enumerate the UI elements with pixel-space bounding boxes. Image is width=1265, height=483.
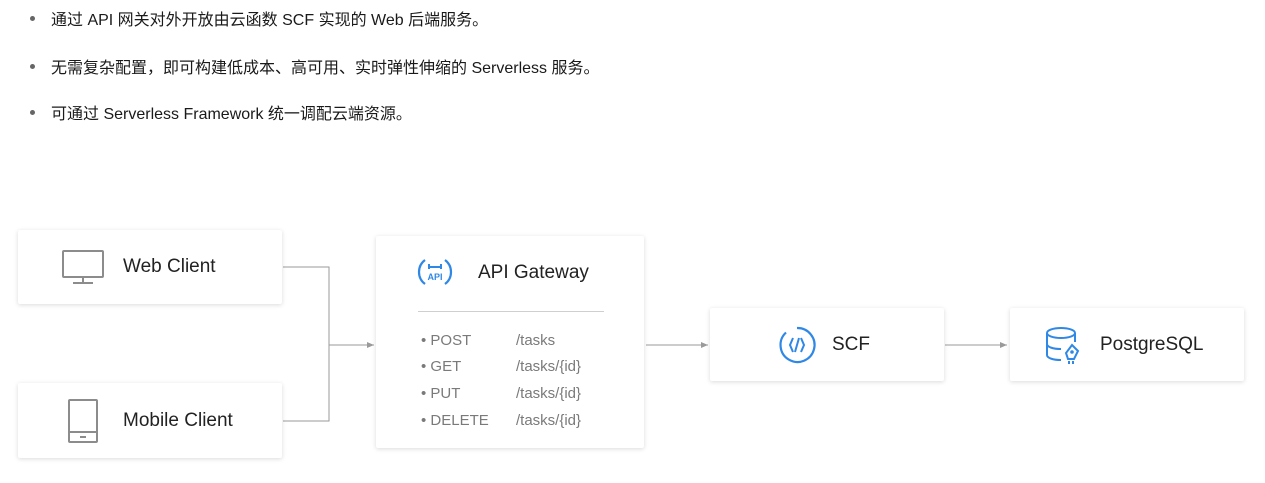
bullet-item: 无需复杂配置，即可构建低成本、高可用、实时弹性伸缩的 Serverless 服务… [28,54,599,78]
route-method: • GET [421,357,462,375]
api-gateway-node: API API Gateway [376,236,644,448]
database-icon [1042,323,1086,367]
mobile-client-node: Mobile Client [18,383,282,458]
tablet-icon [66,398,100,444]
api-gateway-divider [418,311,604,312]
bullet-item: 通过 API 网关对外开放由云函数 SCF 实现的 Web 后端服务。 [28,6,488,30]
postgresql-node: PostgreSQL [1010,308,1244,381]
mobile-client-connector [283,345,330,422]
bullet-text: 可通过 Serverless Framework 统一调配云端资源。 [51,106,412,123]
api-gateway-icon: API [416,253,454,291]
postgresql-label: PostgreSQL [1100,333,1204,355]
api-gateway-title: API Gateway [478,262,589,283]
monitor-icon [61,248,105,286]
bullet-dot [30,109,35,115]
route-method: • POST [421,331,472,349]
route-method: • PUT [421,384,461,402]
scf-label: SCF [832,333,870,355]
bullet-dot [30,15,35,21]
route-path: /tasks [516,331,556,349]
bullet-item: 可通过 Serverless Framework 统一调配云端资源。 [28,100,412,124]
web-client-connector [283,266,330,345]
api-icon-text: API [427,272,442,282]
route-path: /tasks/{id} [516,357,582,375]
route-path: /tasks/{id} [516,384,582,402]
route-method: • DELETE [421,411,489,429]
bullet-dot [30,63,35,69]
bullet-text: 通过 API 网关对外开放由云函数 SCF 实现的 Web 后端服务。 [51,12,489,29]
scf-function-icon [776,324,818,366]
bullet-text: 无需复杂配置，即可构建低成本、高可用、实时弹性伸缩的 Serverless 服务… [51,60,600,77]
scf-node: SCF [710,308,944,381]
route-path: /tasks/{id} [516,411,582,429]
web-client-node: Web Client [18,230,282,304]
web-client-label: Web Client [123,256,216,277]
mobile-client-label: Mobile Client [123,409,233,431]
